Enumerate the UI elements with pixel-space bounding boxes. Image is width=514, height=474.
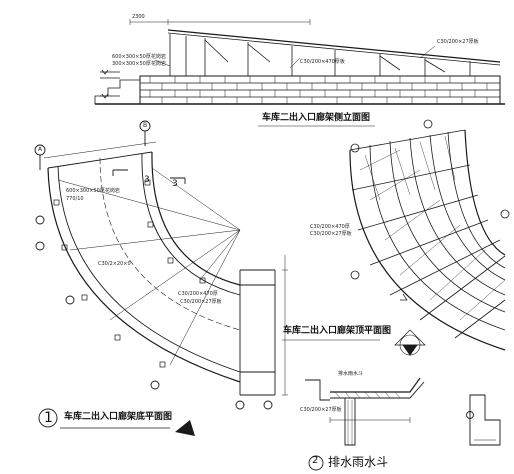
dim-side-2: 300×300×50厚花岗岩 bbox=[112, 61, 166, 67]
dim-elev-right: C30/200×27厚板 bbox=[437, 39, 479, 45]
section-mark-left: 3 bbox=[144, 175, 150, 185]
roof-plan-title: 车库二出入口廊架顶平面图 bbox=[283, 326, 392, 336]
dim-plan-6: C30/200×470厚 bbox=[310, 224, 350, 230]
drain-title: 排水雨水斗 bbox=[328, 455, 389, 469]
dim-top-a: 2300 bbox=[132, 14, 145, 20]
dim-plan-5: C30/200×27厚板 bbox=[180, 299, 222, 305]
dim-plan-4: C30/200×470厚 bbox=[178, 291, 218, 297]
elevation-title: 车库二出入口廊架侧立面图 bbox=[262, 113, 371, 123]
dim-plan-1: 600×300×50厚花岗岩 bbox=[66, 188, 120, 194]
dim-elev-mid: C30/200×470厚板 bbox=[300, 59, 345, 65]
base-plan-view bbox=[34, 120, 288, 410]
drawing-number-base-plan: 1 bbox=[44, 410, 53, 426]
elevation-view bbox=[94, 19, 505, 105]
base-plan-title: 车库二出入口廊架底平面图 bbox=[64, 412, 173, 422]
dim-side-1: 600×300×50厚花岗岩 bbox=[112, 54, 166, 60]
dim-plan-7: C30/200×27厚板 bbox=[310, 231, 352, 237]
section-mark-right: 3 bbox=[172, 179, 178, 189]
grid-label-a: A bbox=[38, 146, 43, 153]
dim-plan-3: C30/2×20×0 bbox=[98, 261, 131, 267]
roof-plan-view bbox=[349, 119, 510, 356]
grid-label-b: B bbox=[143, 122, 148, 129]
dim-drain-1: 排水雨水斗 bbox=[338, 371, 364, 377]
drawing-number-drain: 2 bbox=[312, 455, 319, 466]
dim-drain-2: C30/200×27厚板 bbox=[300, 407, 342, 413]
dim-plan-2: 770/10 bbox=[66, 196, 84, 202]
drain-detail-view bbox=[38, 125, 501, 471]
